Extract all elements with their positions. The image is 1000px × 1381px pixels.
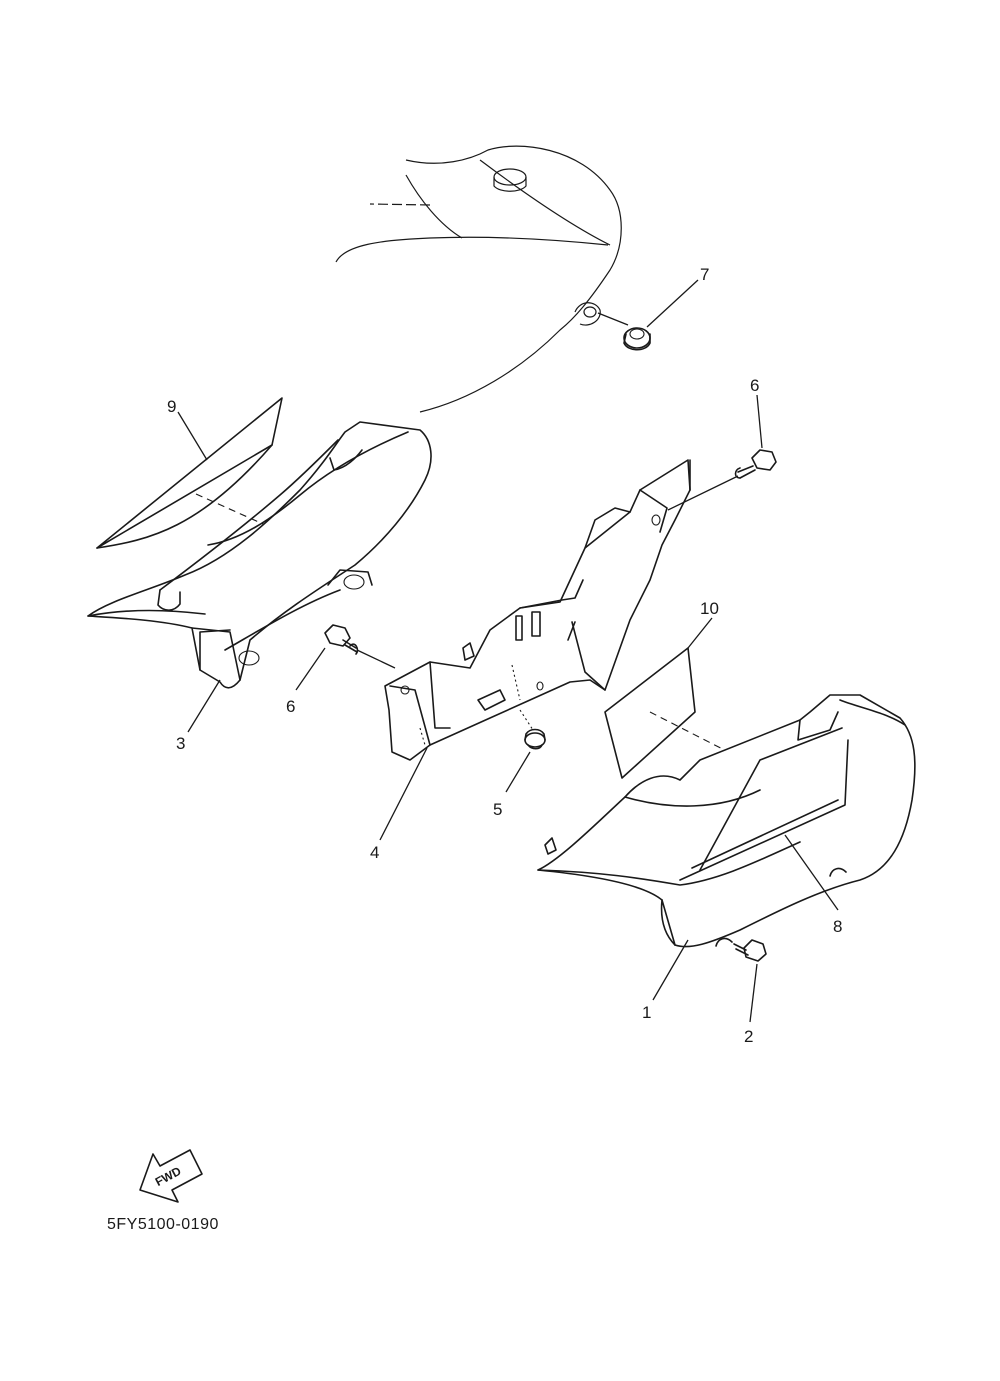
callout-6-right: 6 — [750, 376, 759, 395]
grommet-part-7 — [597, 279, 699, 351]
callout-5: 5 — [493, 800, 502, 819]
callout-7: 7 — [700, 265, 709, 284]
bolt-left-part-6 — [295, 624, 396, 691]
bracket-part-4 — [379, 459, 739, 841]
callout-1: 1 — [642, 1003, 651, 1022]
leader-part-8 — [784, 834, 839, 911]
drawing-code: 5FY5100-0190 — [107, 1216, 219, 1233]
side-cover-right-part-1 — [537, 694, 916, 1001]
forward-arrow-icon: FWD — [139, 1149, 203, 1203]
bolt-right-part-6 — [734, 394, 777, 479]
grommet-part-5 — [505, 709, 546, 793]
callout-6-left: 6 — [286, 697, 295, 716]
callout-8: 8 — [833, 917, 842, 936]
screw-part-2 — [733, 939, 767, 1023]
side-cover-left-part-3 — [87, 421, 432, 733]
emblem-part-9 — [96, 397, 291, 549]
fuel-tank-outline — [335, 145, 622, 413]
callout-10: 10 — [700, 599, 719, 618]
callout-labels: 7 6 9 10 6 3 5 4 8 1 2 — [167, 265, 842, 1046]
callout-4: 4 — [370, 843, 379, 862]
callout-2: 2 — [744, 1027, 753, 1046]
callout-9: 9 — [167, 397, 176, 416]
emblem-part-10 — [604, 617, 751, 779]
callout-3: 3 — [176, 734, 185, 753]
